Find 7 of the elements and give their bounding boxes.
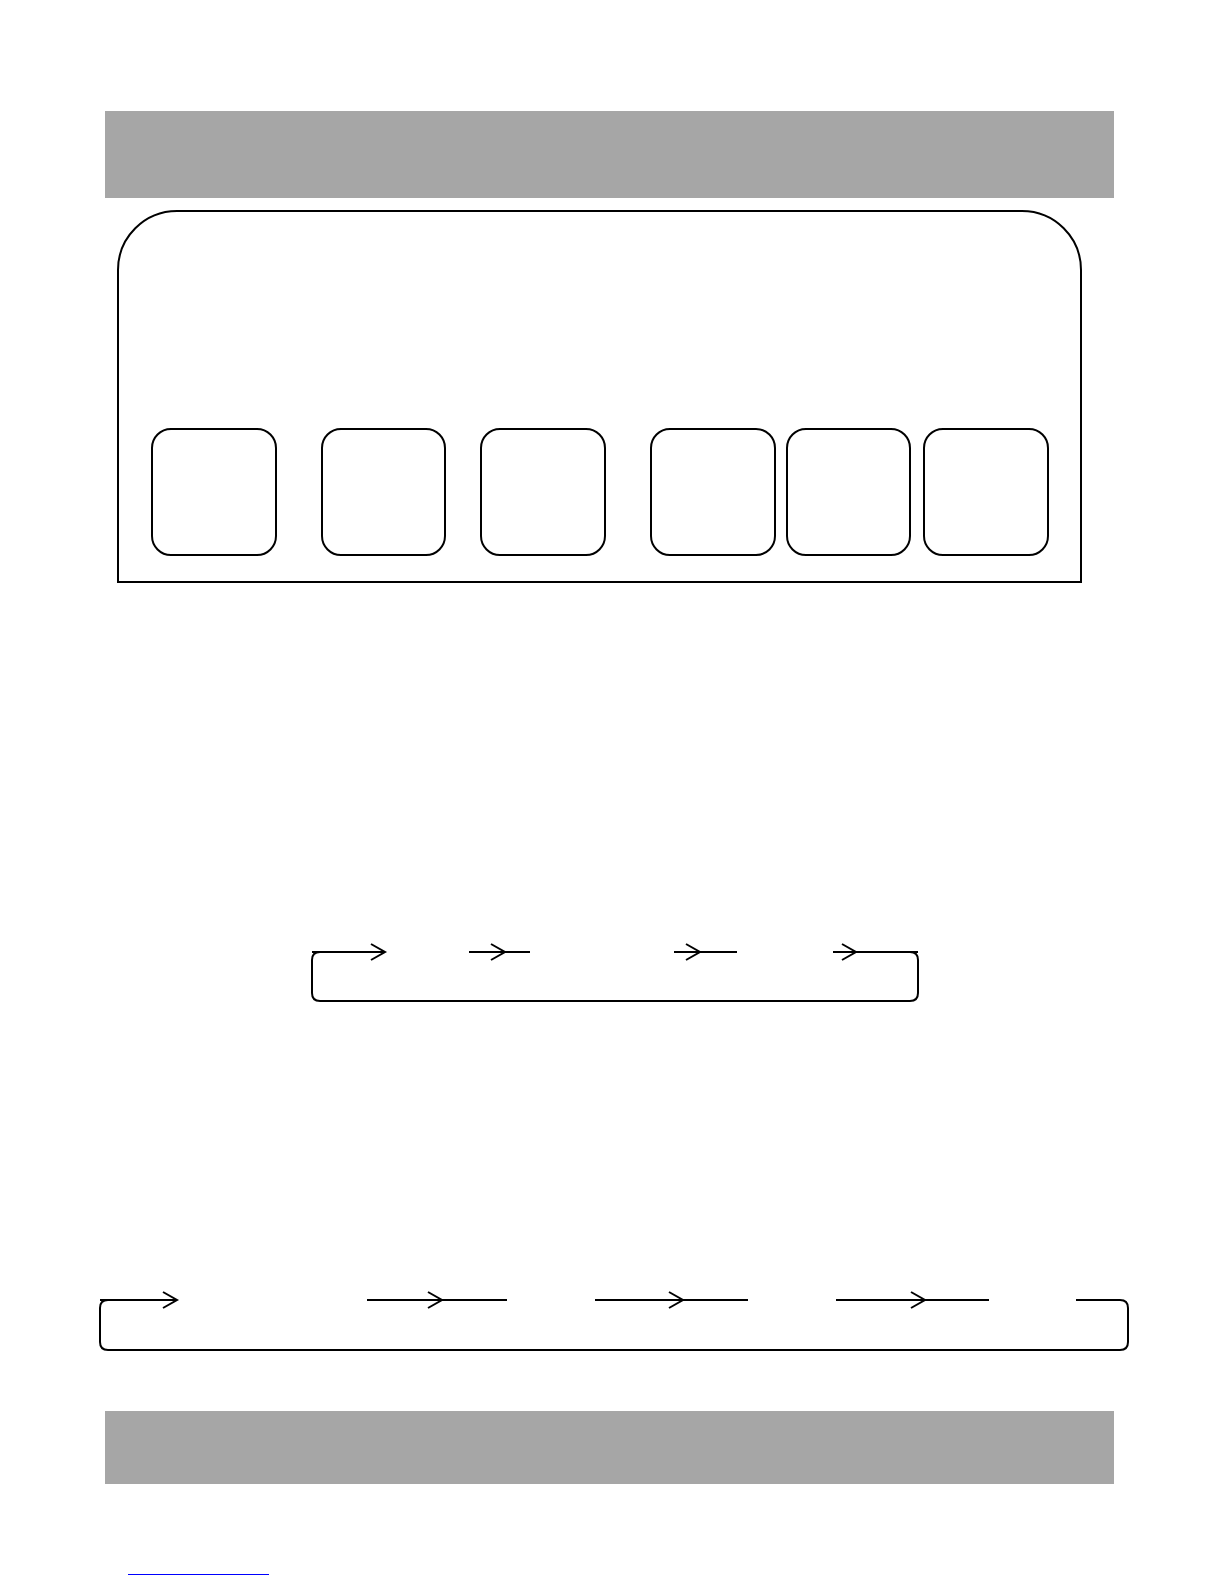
rounded-box xyxy=(786,428,911,556)
rounded-box xyxy=(480,428,606,556)
panel-box xyxy=(117,210,1082,583)
rounded-box xyxy=(151,428,277,556)
rounded-box xyxy=(321,428,446,556)
rounded-box xyxy=(650,428,776,556)
rounded-box xyxy=(923,428,1049,556)
